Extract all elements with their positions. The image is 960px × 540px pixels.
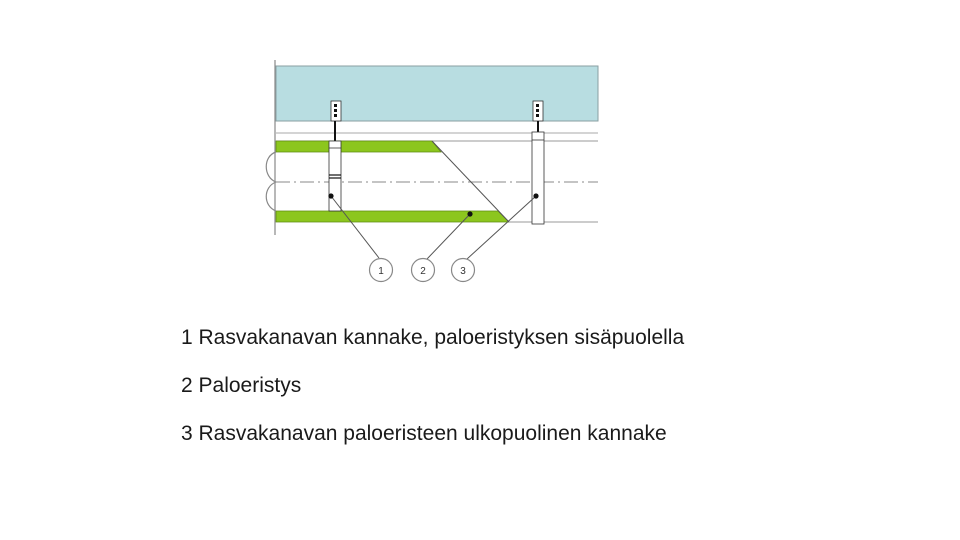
leader-line-3 (466, 195, 537, 260)
duct-hanger-diagram: 1 2 3 (265, 60, 599, 283)
callout-1: 1 (368, 257, 394, 283)
leader-dot-2 (467, 211, 473, 217)
callout-2-number: 2 (420, 266, 426, 277)
legend-list: 1 Rasvakanavan kannake, paloeristyksen s… (181, 322, 684, 466)
leader-dot-3 (533, 193, 539, 199)
hanger-3-bracket (531, 131, 545, 225)
bottom-insulation-strip (275, 210, 510, 223)
hanger-3 (531, 100, 545, 225)
ceiling-slab (275, 65, 599, 122)
callout-3-number: 3 (460, 266, 466, 277)
leader-line-1 (330, 195, 380, 259)
insulation-diagonal-line (431, 140, 510, 223)
leader-dot-1 (328, 193, 334, 199)
legend-item-3: 3 Rasvakanavan paloeristeen ulkopuolinen… (181, 422, 667, 445)
callout-2: 2 (410, 257, 436, 283)
hanger-1 (328, 100, 342, 212)
leader-line-2 (426, 213, 471, 260)
hanger-1-bracket (328, 140, 342, 212)
legend-item-1: 1 Rasvakanavan kannake, paloeristyksen s… (181, 326, 685, 349)
duct-section-shape (265, 151, 278, 212)
callout-3: 3 (450, 257, 476, 283)
callout-1-number: 1 (378, 266, 384, 277)
top-insulation-strip (275, 140, 442, 153)
legend-item-2: 2 Paloeristys (181, 374, 302, 397)
